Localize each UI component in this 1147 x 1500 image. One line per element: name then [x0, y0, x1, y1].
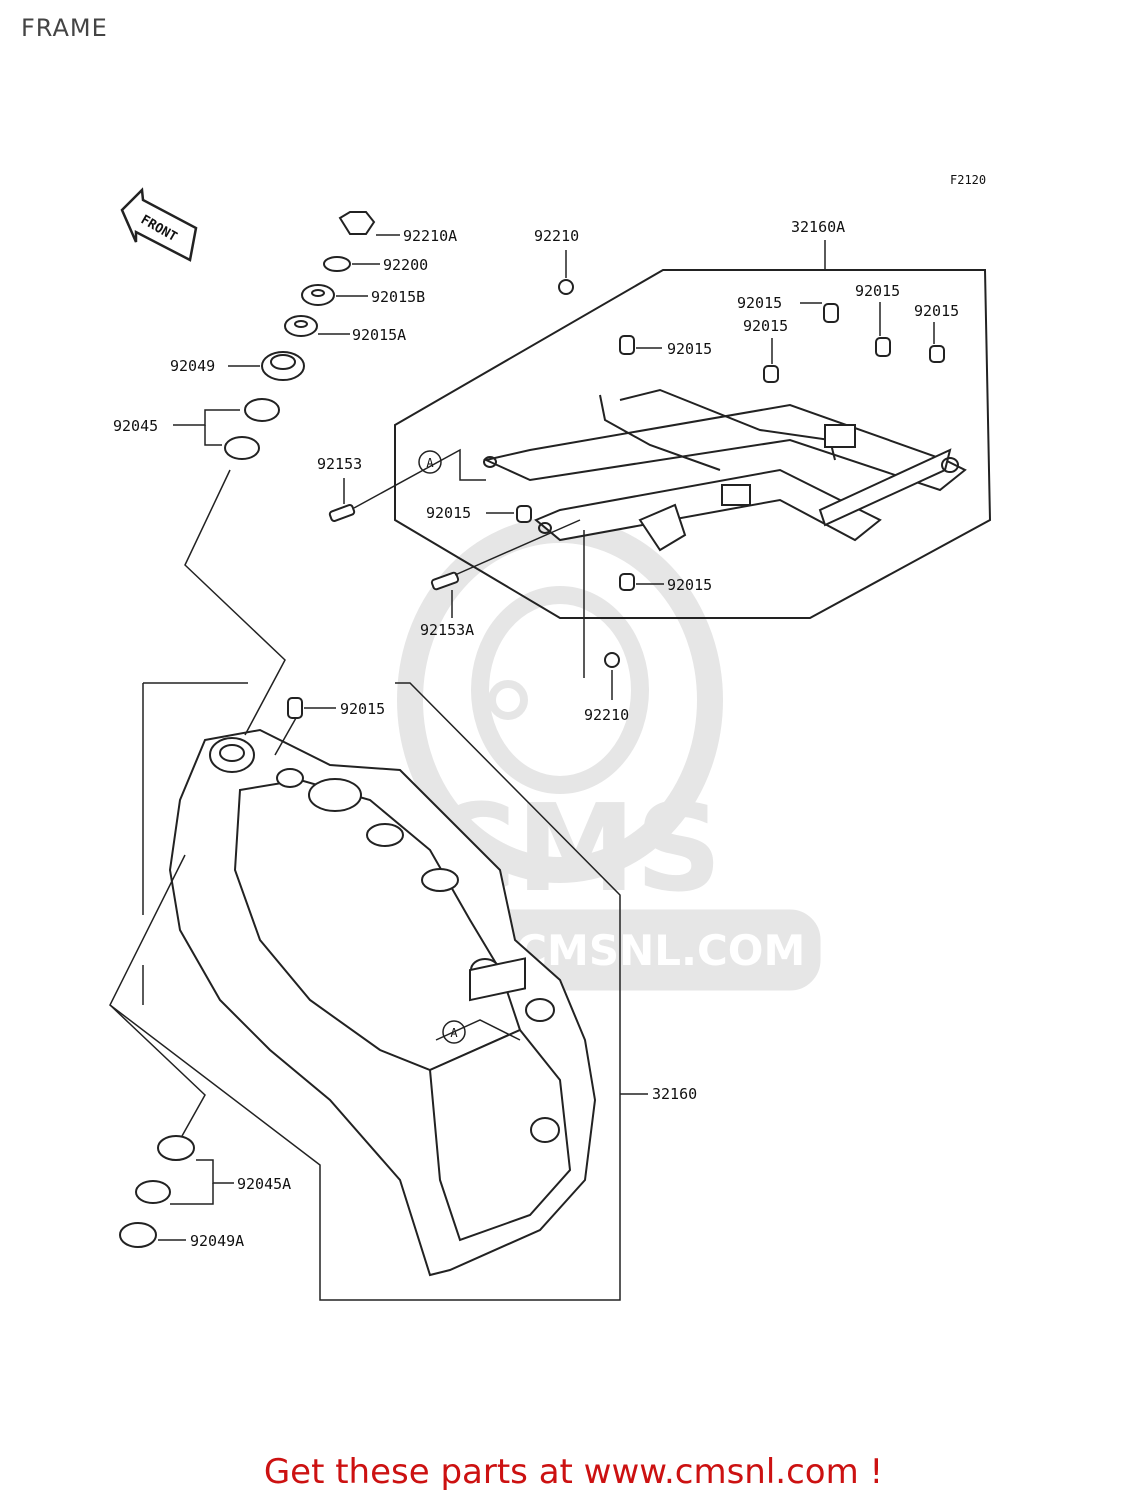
rear-subframe	[394, 269, 992, 619]
part-label: 92200	[383, 256, 428, 274]
part-label: 92015	[914, 302, 959, 320]
part-label: 32160	[652, 1085, 697, 1103]
part-label: 92015A	[352, 326, 406, 344]
part-label: 92015	[667, 576, 712, 594]
part-label: 92015	[340, 700, 385, 718]
part-label: 92153A	[420, 621, 474, 639]
footer-cta-link[interactable]: Get these parts at www.cmsnl.com !	[263, 1452, 884, 1492]
part-label: 92015	[743, 317, 788, 335]
main-frame	[168, 728, 597, 1277]
part-label: 92015B	[371, 288, 425, 306]
steering-stem-parts	[224, 211, 376, 460]
part-label: 92015	[667, 340, 712, 358]
part-label: 92049	[170, 357, 215, 375]
part-label: 92015	[426, 504, 471, 522]
part-label: 92045	[113, 417, 158, 435]
part-label: 92045A	[237, 1175, 291, 1193]
part-labels: 92210A 92200 92015B 92015A 92049 92045 9…	[113, 218, 959, 1250]
front-arrow-icon: FRONT	[120, 187, 198, 262]
callout-a-upper: A	[418, 450, 442, 474]
subframe-bolts	[287, 279, 945, 719]
callout-a-lower-label: A	[450, 1026, 458, 1040]
page-title: FRAME	[21, 14, 108, 42]
diagram-code: F2120	[950, 173, 986, 187]
leader-lines	[109, 234, 935, 1301]
part-label: 92210	[534, 227, 579, 245]
part-label: 92210	[584, 706, 629, 724]
part-label: 92210A	[403, 227, 457, 245]
part-label: 32160A	[791, 218, 845, 236]
part-label: 92015	[855, 282, 900, 300]
part-label: 92049A	[190, 1232, 244, 1250]
callout-a-upper-label: A	[426, 456, 434, 470]
part-label: 92153	[317, 455, 362, 473]
parts-diagram: CMS WWW.CMSNL.COM F2120 FRONT	[109, 173, 992, 1301]
part-label: 92015	[737, 294, 782, 312]
lower-bearing-parts	[119, 1135, 195, 1248]
